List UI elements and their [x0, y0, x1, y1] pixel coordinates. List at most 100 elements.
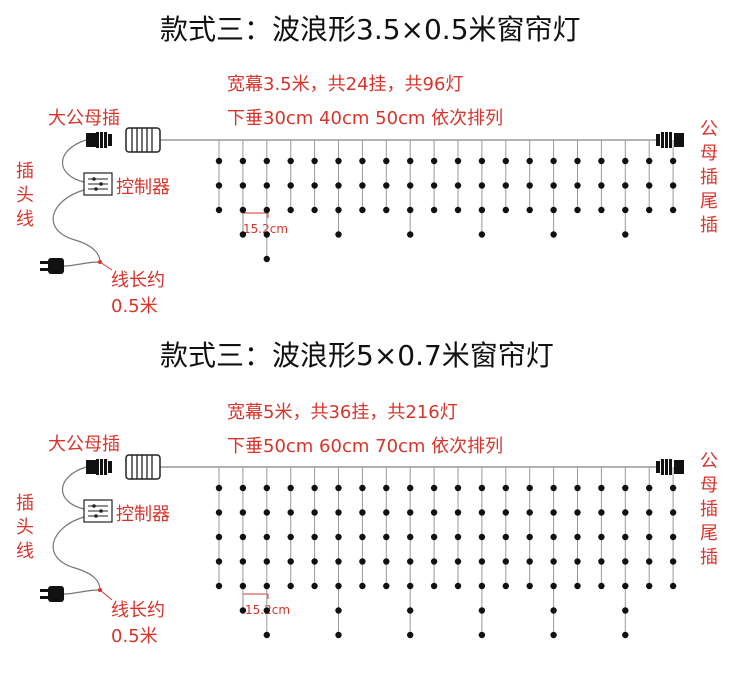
- led-bead: [335, 157, 342, 165]
- led-bead: [407, 484, 414, 492]
- led-bead: [622, 558, 629, 565]
- led-bead: [359, 533, 366, 541]
- panel2-plug-wire-label: 插头线: [16, 493, 34, 562]
- panel2-spec-drop: 下垂50cm 60cm 70cm 依次排列: [227, 436, 504, 457]
- panel2-strands: [215, 467, 677, 639]
- led-bead: [598, 182, 605, 189]
- led-bead: [215, 484, 223, 492]
- led-bead: [502, 582, 509, 590]
- led-bead: [311, 206, 318, 214]
- led-bead: [263, 607, 270, 614]
- controller-icon: [83, 172, 113, 196]
- led-bead: [669, 582, 677, 590]
- led-bead: [669, 484, 677, 492]
- panel2-wire-length-1: 线长约: [111, 600, 165, 621]
- led-bead: [311, 582, 318, 590]
- led-bead: [430, 582, 438, 590]
- led-bead: [526, 206, 533, 214]
- led-bead: [502, 157, 509, 165]
- led-bead: [407, 582, 414, 590]
- led-bead: [622, 182, 629, 189]
- led-bead: [526, 558, 533, 565]
- led-bead: [287, 484, 294, 492]
- led-bead: [669, 206, 677, 214]
- led-bead: [526, 509, 533, 516]
- led-bead: [622, 231, 629, 238]
- led-bead: [215, 582, 223, 590]
- led-bead: [598, 509, 605, 516]
- led-bead: [574, 582, 581, 590]
- panel1-spec-width: 宽幕3.5米，共24挂，共96灯: [227, 74, 464, 95]
- led-bead: [478, 582, 486, 590]
- led-bead: [407, 231, 414, 238]
- led-bead: [359, 484, 366, 492]
- panel1-big-plug-label: 大公母插: [48, 108, 120, 129]
- end-male-plug-icon: [656, 132, 684, 148]
- female-plug-icon: [125, 127, 161, 153]
- led-bead: [407, 631, 414, 639]
- led-bead: [622, 582, 629, 590]
- led-bead: [502, 182, 509, 189]
- led-bead: [550, 558, 557, 565]
- led-bead: [550, 484, 557, 492]
- panel2-wire-length-2: 0.5米: [111, 626, 158, 647]
- panel1-spec-drop: 下垂30cm 40cm 50cm 依次排列: [227, 108, 504, 129]
- led-bead: [574, 484, 581, 492]
- led-bead: [263, 157, 270, 165]
- led-bead: [526, 157, 533, 165]
- led-bead: [359, 157, 366, 165]
- led-bead: [669, 509, 677, 516]
- led-bead: [383, 533, 390, 541]
- led-bead: [239, 484, 247, 492]
- panel1-title: 款式三：波浪形3.5×0.5米窗帘灯: [160, 13, 581, 46]
- led-bead: [502, 533, 509, 541]
- led-bead: [239, 206, 247, 214]
- led-bead: [359, 582, 366, 590]
- led-bead: [263, 231, 270, 238]
- led-bead: [215, 206, 223, 214]
- led-bead: [287, 157, 294, 165]
- power-plug-icon: [40, 258, 101, 274]
- led-bead: [239, 231, 247, 238]
- led-bead: [478, 533, 486, 541]
- led-bead: [622, 484, 629, 492]
- led-bead: [574, 182, 581, 189]
- panel2-title: 款式三：波浪形5×0.7米窗帘灯: [160, 339, 554, 372]
- led-bead: [287, 582, 294, 590]
- led-bead: [550, 607, 557, 614]
- led-bead: [598, 484, 605, 492]
- led-bead: [263, 182, 270, 189]
- led-bead: [622, 509, 629, 516]
- led-bead: [359, 182, 366, 189]
- panel1-plug-wire-label: 插头线: [16, 161, 34, 230]
- led-bead: [454, 484, 462, 492]
- panel1-strands: [215, 140, 677, 263]
- led-bead: [383, 509, 390, 516]
- led-bead: [335, 182, 342, 189]
- led-bead: [550, 182, 557, 189]
- panel1-spacing-label: 15.2cm: [243, 222, 289, 236]
- led-bead: [383, 206, 390, 214]
- led-bead: [574, 157, 581, 165]
- led-bead: [359, 509, 366, 516]
- led-bead: [478, 484, 486, 492]
- led-bead: [598, 582, 605, 590]
- led-bead: [646, 157, 653, 165]
- led-bead: [239, 533, 247, 541]
- led-bead: [526, 582, 533, 590]
- led-bead: [407, 533, 414, 541]
- led-bead: [239, 607, 247, 614]
- led-bead: [526, 484, 533, 492]
- led-bead: [550, 206, 557, 214]
- led-bead: [550, 157, 557, 165]
- led-bead: [335, 558, 342, 565]
- panel1-controller-label: 控制器: [116, 177, 170, 198]
- led-bead: [359, 206, 366, 214]
- led-bead: [215, 182, 223, 189]
- led-bead: [335, 631, 342, 639]
- led-bead: [646, 206, 653, 214]
- led-bead: [454, 182, 462, 189]
- led-bead: [454, 206, 462, 214]
- led-bead: [430, 182, 438, 189]
- led-bead: [574, 206, 581, 214]
